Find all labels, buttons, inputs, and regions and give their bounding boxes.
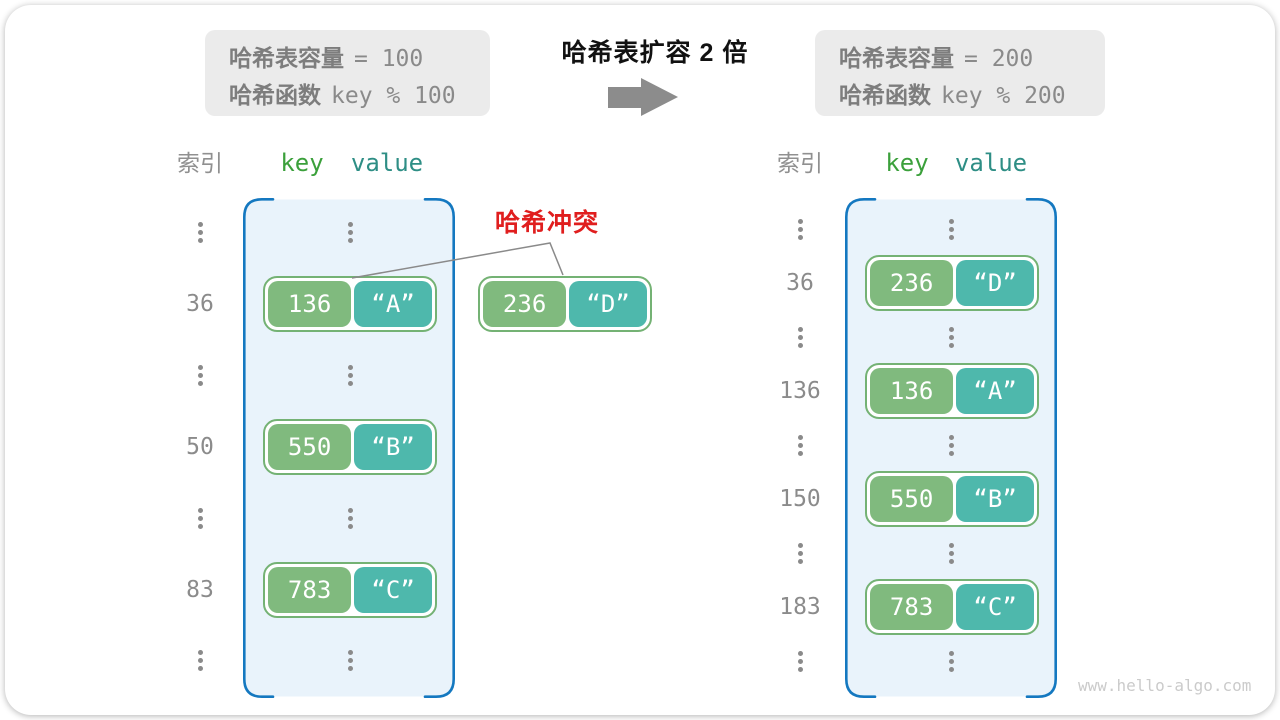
key-cell: 550 [268,424,352,470]
capacity-box-before: 哈希表容量 = 100 哈希函数 key % 100 [205,30,490,116]
key-value-pair: 236 “D” [865,255,1039,311]
vertical-ellipsis-icon [948,219,954,240]
right-hash-table [845,198,1057,698]
capacity-box-after: 哈希表容量 = 200 哈希函数 key % 200 [815,30,1105,116]
table-frame [845,198,1057,698]
capacity-line: 哈希表容量 = 100 [229,40,490,77]
vertical-ellipsis-icon [797,435,803,456]
key-value-pair: 783 “C” [865,579,1039,635]
index-label: 36 [786,270,814,296]
capacity-label: 哈希表容量 [229,45,344,71]
hash-function-line: 哈希函数 key % 200 [839,77,1105,114]
key-cell: 783 [268,567,352,613]
hash-conflict-label: 哈希冲突 [495,209,600,237]
key-cell: 236 [870,260,954,306]
vertical-ellipsis-icon [197,650,203,671]
index-label: 136 [779,378,821,404]
vertical-ellipsis-icon [948,651,954,672]
vertical-ellipsis-icon [797,543,803,564]
key-cell: 136 [268,281,352,327]
vertical-ellipsis-icon [347,365,353,386]
left-index-header: 索引 [177,150,223,176]
key-cell: 783 [870,584,954,630]
index-label: 83 [186,577,214,603]
vertical-ellipsis-icon [948,327,954,348]
right-index-header: 索引 [777,150,823,176]
value-cell: “D” [569,281,647,327]
capacity-value: = 200 [964,46,1034,72]
card-background [5,5,1275,715]
arrow-head [641,78,678,116]
key-cell: 136 [870,368,954,414]
left-key-header: key [280,149,324,177]
key-cell: 550 [870,476,954,522]
value-cell: “A” [956,368,1034,414]
capacity-label: 哈希表容量 [839,45,954,71]
hash-function-label: 哈希函数 [229,82,321,108]
key-value-pair: 550 “B” [865,471,1039,527]
key-cell: 236 [483,281,567,327]
vertical-ellipsis-icon [347,650,353,671]
value-cell: “B” [956,476,1034,522]
index-label: 183 [779,594,821,620]
key-value-pair: 783 “C” [263,562,437,618]
value-cell: “B” [354,424,432,470]
key-value-pair: 550 “B” [263,419,437,475]
index-label: 50 [186,434,214,460]
vertical-ellipsis-icon [347,508,353,529]
vertical-ellipsis-icon [797,327,803,348]
value-cell: “A” [354,281,432,327]
right-value-header: value [954,149,1028,177]
hash-function-label: 哈希函数 [839,82,931,108]
key-value-pair: 136 “A” [865,363,1039,419]
arrow-shaft [608,87,642,108]
vertical-ellipsis-icon [797,219,803,240]
vertical-ellipsis-icon [948,543,954,564]
vertical-ellipsis-icon [197,365,203,386]
value-cell: “D” [956,260,1034,306]
vertical-ellipsis-icon [347,222,353,243]
left-value-header: value [350,149,424,177]
vertical-ellipsis-icon [197,222,203,243]
expand-title: 哈希表扩容 2 倍 [561,39,749,67]
capacity-value: = 100 [354,46,424,72]
vertical-ellipsis-icon [197,508,203,529]
index-label: 36 [186,291,214,317]
vertical-ellipsis-icon [797,651,803,672]
hash-function-value: key % 200 [941,83,1066,109]
index-label: 150 [779,486,821,512]
value-cell: “C” [354,567,432,613]
hash-function-value: key % 100 [331,83,456,109]
watermark: www.hello-algo.com [1078,676,1252,695]
capacity-line: 哈希表容量 = 200 [839,40,1105,77]
conflict-key-value-pair: 236 “D” [478,276,652,332]
value-cell: “C” [956,584,1034,630]
right-key-header: key [885,149,929,177]
key-value-pair: 136 “A” [263,276,437,332]
hash-function-line: 哈希函数 key % 100 [229,77,490,114]
vertical-ellipsis-icon [948,435,954,456]
